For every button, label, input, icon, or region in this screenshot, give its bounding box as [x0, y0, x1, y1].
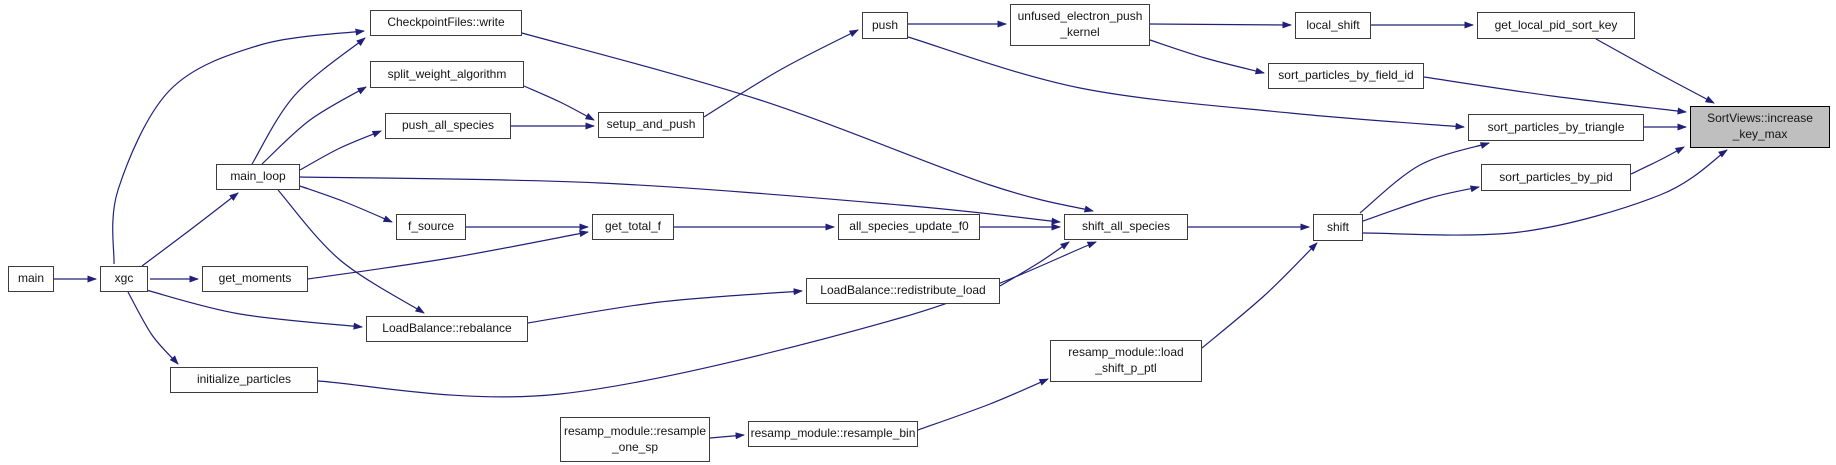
edge-main_loop-to-f_source: [299, 185, 393, 223]
node-resample_one_sp[interactable]: resamp_module::resample _one_sp: [560, 417, 710, 462]
node-label-f_source: f_source: [407, 219, 455, 234]
node-label-all_species_update_f0: all_species_update_f0: [849, 219, 969, 234]
node-label-rebalance: LoadBalance::rebalance: [382, 321, 512, 336]
edge-initialize_particles-to-shift_all_species: [317, 241, 1097, 398]
edge-main_loop-to-shift_all_species: [299, 176, 1061, 225]
edge-sort_by_pid-to-increase_key_max: [1630, 146, 1685, 175]
edge-get_moments-to-get_total_f: [307, 230, 589, 280]
edge-xgc-to-rebalance: [145, 289, 363, 330]
edge-get_local_pid_sort_key-to-increase_key_max: [1595, 38, 1715, 104]
edge-shift-to-sort_by_pid: [1362, 185, 1480, 222]
node-main_loop[interactable]: main_loop: [216, 164, 300, 190]
edge-setup_and_push-to-push: [703, 29, 859, 118]
edge-checkpoint_write-to-shift_all_species: [521, 32, 1094, 213]
node-shift[interactable]: shift: [1313, 214, 1363, 241]
node-get_total_f[interactable]: get_total_f: [592, 214, 674, 240]
node-f_source[interactable]: f_source: [396, 214, 466, 240]
edge-xgc-to-checkpoint_write: [112, 28, 365, 265]
edge-main_loop-to-split_weight_algorithm: [261, 86, 367, 165]
edge-sort_by_field_id-to-increase_key_max: [1423, 76, 1687, 115]
node-resample_bin[interactable]: resamp_module::resample_bin: [748, 421, 918, 447]
node-sort_by_pid[interactable]: sort_particles_by_pid: [1481, 164, 1631, 191]
edge-unfused_kernel-to-local_shift: [1149, 21, 1292, 29]
node-label-unfused_kernel: unfused_electron_push _kernel: [1017, 9, 1143, 39]
node-label-get_moments: get_moments: [218, 271, 292, 286]
node-rebalance[interactable]: LoadBalance::rebalance: [366, 316, 528, 342]
node-label-load_shift_p_ptl: resamp_module::load _shift_p_ptl: [1068, 345, 1184, 375]
node-sort_by_field_id[interactable]: sort_particles_by_field_id: [1268, 63, 1424, 89]
node-label-shift_all_species: shift_all_species: [1081, 219, 1171, 234]
node-label-initialize_particles: initialize_particles: [196, 372, 292, 387]
node-load_shift_p_ptl[interactable]: resamp_module::load _shift_p_ptl: [1050, 340, 1202, 382]
node-redistribute_load[interactable]: LoadBalance::redistribute_load: [806, 278, 1000, 304]
edge-resample_one_sp-to-resample_bin: [709, 432, 745, 440]
node-push[interactable]: push: [862, 12, 908, 39]
node-label-local_shift: local_shift: [1306, 17, 1360, 32]
node-label-split_weight_algorithm: split_weight_algorithm: [387, 66, 507, 81]
edge-unfused_kernel-to-sort_by_field_id: [1149, 39, 1265, 75]
node-get_local_pid_sort_key[interactable]: get_local_pid_sort_key: [1477, 12, 1635, 39]
node-main[interactable]: main: [8, 266, 54, 292]
node-label-xgc: xgc: [114, 271, 134, 286]
node-label-sort_by_pid: sort_particles_by_pid: [1499, 169, 1613, 184]
edge-main_loop-to-checkpoint_write: [251, 37, 366, 165]
edge-redistribute_load-to-shift_all_species: [999, 241, 1070, 287]
edge-load_shift_p_ptl-to-shift: [1201, 242, 1318, 349]
node-sort_by_triangle[interactable]: sort_particles_by_triangle: [1468, 114, 1644, 141]
edge-xgc-to-initialize_particles: [127, 291, 179, 365]
node-label-shift: shift: [1326, 219, 1349, 234]
node-get_moments[interactable]: get_moments: [202, 266, 308, 292]
node-setup_and_push[interactable]: setup_and_push: [598, 112, 704, 138]
node-shift_all_species[interactable]: shift_all_species: [1064, 214, 1188, 240]
node-label-push: push: [871, 17, 899, 32]
node-label-push_all_species: push_all_species: [401, 118, 495, 133]
edge-shift-to-increase_key_max: [1362, 149, 1728, 236]
node-initialize_particles[interactable]: initialize_particles: [170, 367, 318, 393]
node-all_species_update_f0[interactable]: all_species_update_f0: [838, 214, 980, 240]
node-label-increase_key_max: SortViews::increase _key_max: [1707, 111, 1813, 141]
node-unfused_kernel[interactable]: unfused_electron_push _kernel: [1010, 4, 1150, 46]
node-label-resample_one_sp: resamp_module::resample _one_sp: [563, 423, 707, 454]
node-checkpoint_write[interactable]: CheckpointFiles::write: [370, 10, 522, 36]
edge-xgc-to-main_loop: [141, 192, 239, 267]
node-label-get_total_f: get_total_f: [604, 219, 662, 234]
node-local_shift[interactable]: local_shift: [1295, 12, 1371, 39]
node-label-main: main: [17, 271, 44, 286]
edge-split_weight_algorithm-to-setup_and_push: [523, 85, 595, 121]
node-label-main_loop: main_loop: [230, 169, 286, 184]
node-label-sort_by_triangle: sort_particles_by_triangle: [1487, 119, 1625, 134]
edge-rebalance-to-redistribute_load: [527, 288, 803, 324]
edge-main_loop-to-rebalance: [277, 189, 425, 314]
edge-shift-to-sort_by_triangle: [1359, 142, 1490, 214]
edge-push-to-sort_by_triangle: [907, 36, 1465, 130]
edge-main_loop-to-push_all_species: [299, 130, 382, 171]
node-label-checkpoint_write: CheckpointFiles::write: [387, 15, 505, 30]
node-label-setup_and_push: setup_and_push: [606, 117, 696, 132]
node-label-resample_bin: resamp_module::resample_bin: [750, 426, 916, 441]
node-label-get_local_pid_sort_key: get_local_pid_sort_key: [1494, 17, 1618, 32]
node-split_weight_algorithm[interactable]: split_weight_algorithm: [370, 61, 524, 88]
node-push_all_species[interactable]: push_all_species: [385, 113, 511, 139]
edge-resample_bin-to-load_shift_p_ptl: [917, 378, 1049, 431]
node-xgc[interactable]: xgc: [100, 266, 148, 292]
node-label-redistribute_load: LoadBalance::redistribute_load: [820, 283, 986, 298]
node-label-sort_by_field_id: sort_particles_by_field_id: [1278, 68, 1414, 83]
node-increase_key_max[interactable]: SortViews::increase _key_max: [1690, 106, 1830, 148]
